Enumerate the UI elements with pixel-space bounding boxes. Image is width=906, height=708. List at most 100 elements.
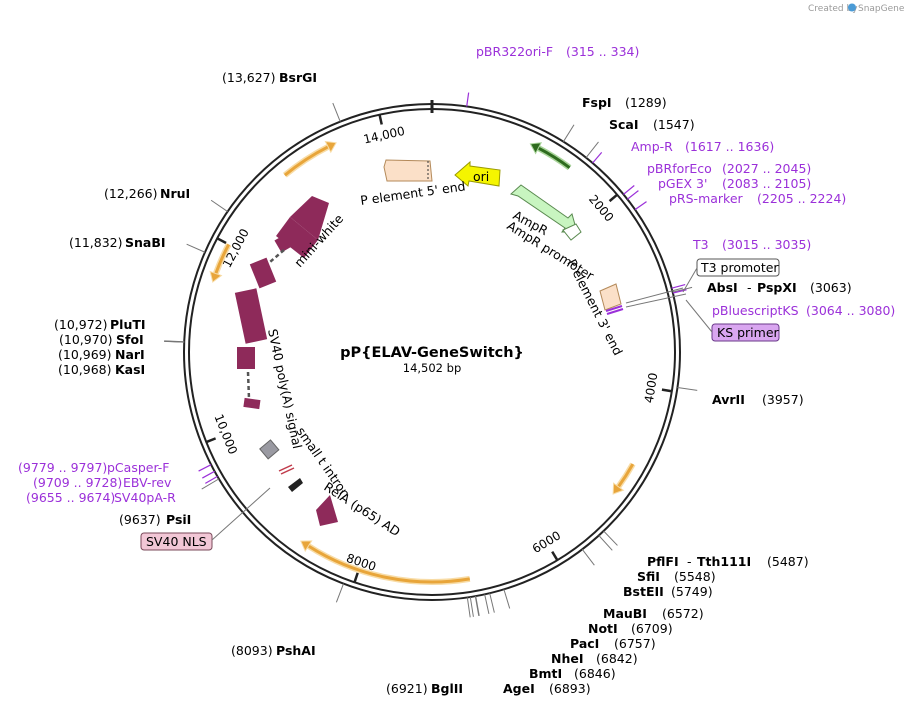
rela-arrow[interactable] xyxy=(316,495,338,526)
primer-name-pcasper-f[interactable]: pCasper-F xyxy=(107,460,170,475)
primer-name-pbrforeco[interactable]: pBRforEco xyxy=(647,161,712,176)
enzyme-name-sfoi[interactable]: SfoI xyxy=(116,332,144,347)
feature-layer: ori xyxy=(234,159,687,526)
tick-label: 10,000 xyxy=(212,412,241,456)
enzyme-pos-snabi: (11,832) xyxy=(69,235,123,250)
plasmid-name: pP{ELAV-GeneSwitch} xyxy=(340,345,524,361)
primer-site-mark xyxy=(205,475,218,484)
ampR-orf-arc-core xyxy=(537,146,571,169)
primer-range-pbr322ori-f: (315 .. 334) xyxy=(566,44,639,59)
credit-brand: SnapGene xyxy=(858,4,905,14)
enzyme-name-pspxi[interactable]: PspXI xyxy=(757,280,797,295)
primer-range-pgex3: (2083 .. 2105) xyxy=(722,176,811,191)
mini-white-arrow-head[interactable] xyxy=(290,196,329,240)
enzyme-name-maubi[interactable]: MauBI xyxy=(603,606,647,621)
primer-leader-layer xyxy=(198,92,687,484)
enzyme-site-mark xyxy=(201,478,220,490)
enzyme-name-noti[interactable]: NotI xyxy=(588,621,618,636)
tick-mark xyxy=(551,550,559,561)
enzyme-pos-sfii: (5548) xyxy=(674,569,716,584)
small-t-intron-box[interactable] xyxy=(259,439,280,460)
enzyme-name-absi[interactable]: AbsI xyxy=(707,280,738,295)
enzyme-name-bsrgi[interactable]: BsrGI xyxy=(279,70,317,85)
enzyme-name-agei[interactable]: AgeI xyxy=(503,681,535,696)
plasmid-length: 14,502 bp xyxy=(403,361,462,375)
primer-name-sv40pa-r[interactable]: SV40pA-R xyxy=(114,490,176,505)
primer-name-pbluescriptks[interactable]: pBluescriptKS xyxy=(712,303,799,318)
enzyme-pos-psii: (9637) xyxy=(119,512,161,527)
orf-arc-head xyxy=(324,140,337,154)
primer-name-t3[interactable]: T3 xyxy=(692,237,709,252)
tick-mark xyxy=(353,572,359,583)
tick-mark xyxy=(661,388,673,393)
primer-labels: pBR322ori-F (315 .. 334) Amp-R (1617 .. … xyxy=(18,44,895,505)
ori-arrow[interactable] xyxy=(454,160,501,187)
enzyme-name-kasi[interactable]: KasI xyxy=(115,362,145,377)
tick-label: 4000 xyxy=(642,372,661,404)
p-element-3-box[interactable] xyxy=(599,283,622,311)
mini-white-exon[interactable] xyxy=(234,288,268,344)
enzyme-pos-nhei: (6842) xyxy=(596,651,638,666)
ks-primer-box[interactable]: KS primer xyxy=(711,323,780,342)
enzyme-pos-nrui: (12,266) xyxy=(104,186,158,201)
enzyme-name-sfii[interactable]: SfiI xyxy=(637,569,660,584)
enzyme-name-paci[interactable]: PacI xyxy=(570,636,599,651)
enzyme-site-mark xyxy=(475,596,480,616)
primer-site-mark xyxy=(592,151,603,164)
tick-label: 6000 xyxy=(530,528,563,556)
primer-name-prs-marker[interactable]: pRS-marker xyxy=(669,191,744,206)
enzyme-name-tth111i[interactable]: Tth111I xyxy=(697,554,751,569)
enzyme-name-nrui[interactable]: NruI xyxy=(160,186,190,201)
enzyme-pos-bsteii: (5749) xyxy=(671,584,713,599)
t3-promoter-leader xyxy=(682,267,698,293)
enzyme-name-bmti[interactable]: BmtI xyxy=(529,666,562,681)
mini-white-exon[interactable] xyxy=(274,233,294,253)
tick-mark xyxy=(378,114,383,125)
orf-arc-head xyxy=(300,540,313,553)
enzyme-name-fspi[interactable]: FspI xyxy=(582,95,612,110)
enzyme-name-nari[interactable]: NarI xyxy=(115,347,145,362)
ampR-promoter-box[interactable] xyxy=(562,223,582,241)
mini-white-exon[interactable] xyxy=(249,257,277,289)
sv40-nls-label: SV40 NLS xyxy=(146,534,207,549)
primer-name-pbr322ori-f[interactable]: pBR322ori-F xyxy=(476,44,553,59)
enzyme-pos-kasi: (10,968) xyxy=(58,362,112,377)
primer-site-mark xyxy=(198,464,212,472)
mini-white-exon[interactable] xyxy=(237,347,255,369)
enzyme-name-bsteii[interactable]: BstEII xyxy=(623,584,664,599)
p-element-5-label[interactable]: P element 5' end xyxy=(359,178,466,208)
tick-mark xyxy=(608,193,618,203)
enzyme-name-pluti[interactable]: PluTI xyxy=(110,317,146,332)
enzyme-name-nhei[interactable]: NheI xyxy=(551,651,584,666)
enzyme-name-pflfi[interactable]: PflFI xyxy=(647,554,679,569)
enzyme-pos-bsrgi: (13,627) xyxy=(222,70,276,85)
sv40-nls-box[interactable]: SV40 NLS xyxy=(140,532,213,551)
enzyme-site-mark xyxy=(585,141,599,158)
primer-range-t3: (3015 .. 3035) xyxy=(722,237,811,252)
enzyme-pos-paci: (6757) xyxy=(614,636,656,651)
enzyme-name-pshai[interactable]: PshAI xyxy=(276,643,316,658)
mini-white-arrow-body[interactable] xyxy=(276,217,318,258)
enzyme-pos-pflfi: (5487) xyxy=(767,554,809,569)
primer-name-ebv-rev[interactable]: EBV-rev xyxy=(123,475,172,490)
orf-arc-core xyxy=(617,463,635,488)
enzyme-name-scai[interactable]: ScaI xyxy=(609,117,639,132)
primer-site-mark xyxy=(634,201,647,211)
primer-range-sv40pa-r: (9655 .. 9674) xyxy=(26,490,115,505)
enzyme-pos-noti: (6709) xyxy=(631,621,673,636)
enzyme-site-mark xyxy=(466,597,471,618)
primer-site-mark xyxy=(671,284,686,289)
primer-name-pgex3[interactable]: pGEX 3' xyxy=(658,176,707,191)
enzyme-name-snabi[interactable]: SnaBI xyxy=(125,235,166,250)
t3-promoter-box[interactable]: T3 promoter xyxy=(696,258,780,277)
orf-layer xyxy=(209,140,636,585)
enzyme-name-bglii[interactable]: BglII xyxy=(431,681,463,696)
primer-name-amp-r[interactable]: Amp-R xyxy=(631,139,673,154)
enzyme-name-psii[interactable]: PsiI xyxy=(166,512,191,527)
mini-white-intron xyxy=(246,371,251,400)
primer-range-amp-r: (1617 .. 1636) xyxy=(685,139,774,154)
enzyme-pos-scai: (1547) xyxy=(653,117,695,132)
mini-white-exon[interactable] xyxy=(243,397,261,410)
p-element-5-box[interactable] xyxy=(383,159,433,182)
enzyme-name-avrii[interactable]: AvrII xyxy=(712,392,745,407)
